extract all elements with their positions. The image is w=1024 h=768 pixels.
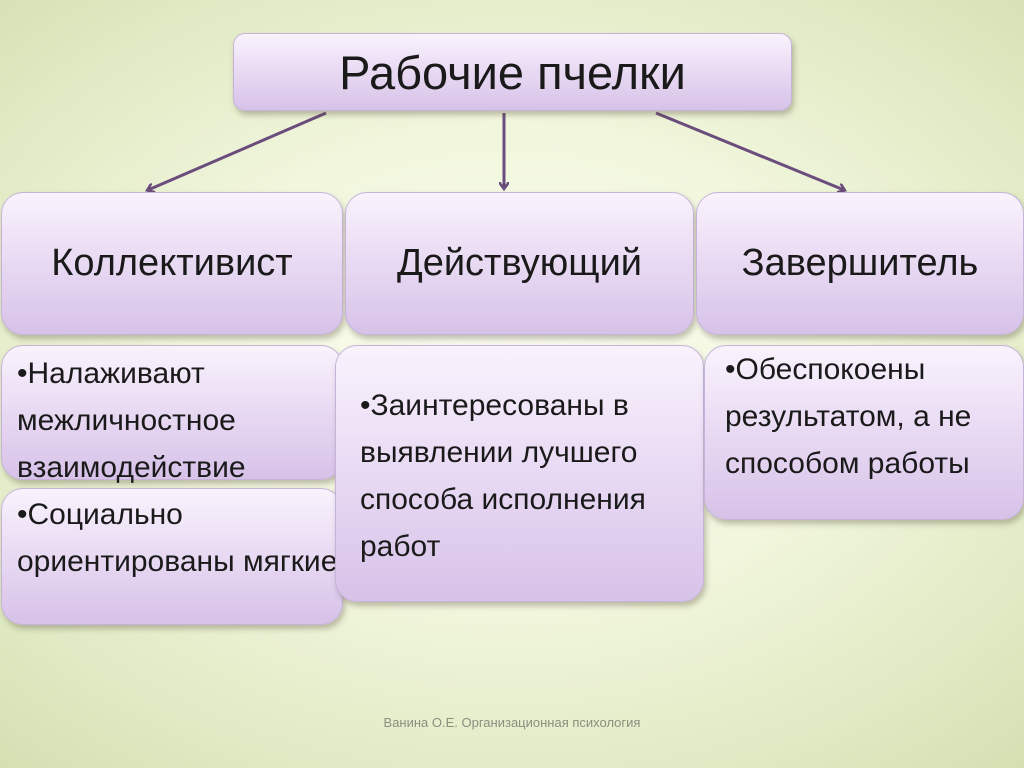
note-text: •Налаживают межличностное взаимодействие <box>17 357 246 484</box>
note-text: •Обеспокоены результатом, а не способом … <box>725 353 972 480</box>
note-result-focus: •Обеспокоены результатом, а не способом … <box>704 345 1024 520</box>
arrow-to-collectivist <box>148 111 327 190</box>
arrow-to-finisher <box>655 111 844 190</box>
title-box: Рабочие пчелки <box>233 33 792 111</box>
note-interpersonal: •Налаживают межличностное взаимодействие <box>1 345 343 484</box>
diagram-title: Рабочие пчелки <box>339 45 686 99</box>
note-best-method: •Заинтересованы в выявлении лучшего спос… <box>335 345 704 602</box>
category-finisher: Завершитель <box>696 192 1024 335</box>
category-collectivist: Коллективист <box>1 192 343 335</box>
category-label: Коллективист <box>51 242 293 284</box>
category-label: Завершитель <box>741 242 979 284</box>
category-doer: Действующий <box>345 192 694 335</box>
category-label: Действующий <box>396 242 643 284</box>
note-text: •Социально ориентированы мягкие <box>17 498 338 578</box>
note-social: •Социально ориентированы мягкие <box>1 488 343 625</box>
note-text: •Заинтересованы в выявлении лучшего спос… <box>360 389 646 563</box>
footer-credit: Ванина О.Е. Организационная психология <box>383 715 641 730</box>
